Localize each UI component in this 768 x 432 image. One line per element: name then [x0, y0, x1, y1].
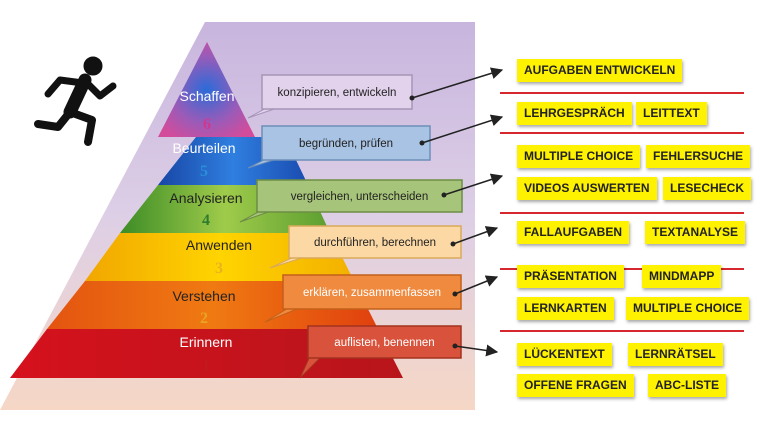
verb-text-1: auflisten, benennen	[334, 337, 434, 349]
level-name-6: Schaffen	[179, 88, 234, 104]
activity-tag: LERNRÄTSEL	[628, 343, 723, 366]
pyramid-band-6	[158, 42, 255, 137]
verb-text-4: vergleichen, unterscheiden	[291, 191, 428, 203]
separator-line	[500, 330, 744, 332]
callout-box	[261, 74, 413, 110]
activity-tag: VIDEOS AUSWERTEN	[517, 177, 657, 200]
level-number-6: 6	[203, 116, 211, 133]
separator-line	[500, 212, 744, 214]
activity-tag: MINDMAPP	[642, 265, 722, 288]
pyramid-band-3	[85, 233, 354, 281]
connector-arrow	[443, 173, 504, 196]
activity-tag: LÜCKENTEXT	[517, 343, 612, 366]
activity-tag: PRÄSENTATION	[517, 265, 624, 288]
level-name-3: Anwenden	[186, 237, 252, 253]
callout-box	[256, 179, 463, 213]
activity-tag: LEHRGESPRÄCH	[517, 102, 632, 125]
activity-tag: LESECHECK	[663, 177, 752, 200]
level-number-1: 1	[202, 358, 210, 375]
verb-text-6: konzipieren, entwickeln	[278, 87, 397, 99]
activity-tag: TEXTANALYSE	[645, 221, 746, 244]
verb-callout-5: begründen, prüfen	[247, 125, 431, 169]
verb-callout-1: auflisten, benennen	[299, 325, 462, 379]
level-number-3: 3	[215, 260, 223, 277]
activity-tag: LERNKARTEN	[517, 297, 614, 320]
callout-box	[307, 325, 462, 359]
level-number-2: 2	[200, 310, 208, 327]
activity-tag: FEHLERSUCHE	[646, 145, 751, 168]
connector-arrow	[454, 344, 499, 357]
running-person-icon	[34, 56, 117, 146]
verb-callout-4: vergleichen, unterscheiden	[239, 179, 463, 223]
activity-tag: MULTIPLE CHOICE	[517, 145, 641, 168]
verb-text-5: begründen, prüfen	[299, 138, 393, 150]
activity-tag: AUFGABEN ENTWICKELN	[517, 59, 683, 82]
separator-line	[500, 92, 744, 94]
activity-tag: ABC-LISTE	[648, 374, 726, 397]
connector-arrow	[452, 226, 499, 245]
level-name-4: Analysieren	[169, 190, 242, 206]
verb-callout-3: durchführen, berechnen	[269, 225, 462, 269]
separator-line	[500, 132, 744, 134]
level-name-5: Beurteilen	[172, 140, 235, 156]
connector-arrow	[454, 275, 499, 295]
connector-arrow	[421, 114, 504, 144]
activity-tag: MULTIPLE CHOICE	[626, 297, 750, 320]
pyramid-band-1	[10, 329, 403, 378]
connector-arrow	[411, 67, 504, 99]
activity-tag: LEITTEXT	[636, 102, 707, 125]
activity-tag: OFFENE FRAGEN	[517, 374, 634, 397]
verb-text-2: erklären, zusammenfassen	[303, 287, 441, 299]
activity-tag: FALLAUFGABEN	[517, 221, 629, 244]
level-number-4: 4	[202, 212, 210, 229]
callout-box	[288, 225, 462, 259]
verb-callout-6: konzipieren, entwickeln	[247, 74, 413, 119]
callout-box	[261, 125, 431, 161]
level-number-5: 5	[200, 163, 208, 180]
verb-text-3: durchführen, berechnen	[314, 237, 436, 249]
level-name-1: Erinnern	[180, 334, 233, 350]
level-name-2: Verstehen	[172, 288, 235, 304]
